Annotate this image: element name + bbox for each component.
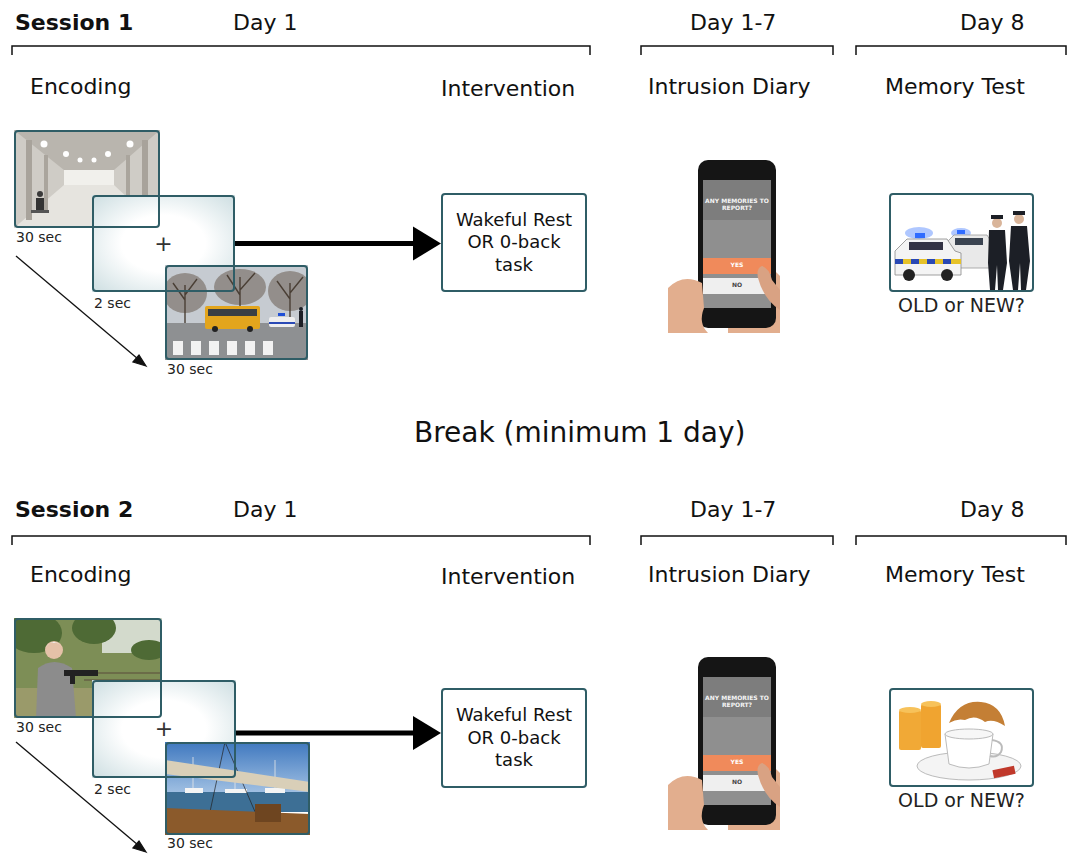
day-label: Day 8 [960,497,1024,523]
session-title: Session 1 [15,10,133,36]
duration-caption: 2 sec [94,782,131,797]
question-caption: OLD or NEW? [891,790,1032,811]
duration-caption: 30 sec [16,230,62,245]
fixation-frame: +2 sec [92,195,235,292]
stimulus-frame: 30 sec [14,130,160,228]
stimulus-frame: OLD or NEW? [889,688,1034,787]
phase-heading: Memory Test [885,562,1025,588]
no-button: NO [703,779,771,786]
duration-caption: 2 sec [94,296,131,311]
fixation-frame: +2 sec [92,680,236,778]
screen-prompt: ANY MEMORIES TO REPORT? [705,695,769,709]
arrow-shaft [235,241,417,246]
arrow-head [413,716,441,750]
phase-heading: Intrusion Diary [648,562,811,588]
stimulus-frame: 30 sec [165,742,310,835]
phase-heading: Intrusion Diary [648,74,811,100]
day-label: Day 1 [233,497,297,523]
phase-heading: Encoding [30,74,131,100]
question-caption: OLD or NEW? [891,295,1032,316]
phase-heading: Encoding [30,562,131,588]
phase-heading: Intervention [441,76,575,102]
day-label: Day 1-7 [690,497,776,523]
stimulus-frame: 30 sec [14,618,162,718]
intervention-box: Wakeful Rest OR 0-back task [441,688,587,788]
yes-button: YES [703,262,771,269]
phone-in-hand [668,655,780,830]
day-label: Day 1-7 [690,10,776,36]
intervention-box: Wakeful Rest OR 0-back task [441,193,587,292]
police-photo [889,193,1034,292]
fixation-cross: + [155,718,173,740]
arrow-head [413,227,441,261]
phase-heading: Memory Test [885,74,1025,100]
day-label: Day 8 [960,10,1024,36]
screen-prompt: ANY MEMORIES TO REPORT? [705,198,769,212]
duration-caption: 30 sec [16,720,62,735]
harbour-photo [165,742,310,835]
duration-caption: 30 sec [167,836,213,851]
phase-heading: Intervention [441,564,575,590]
flow-arrow [236,716,441,750]
day-label: Day 1 [233,10,297,36]
arrow-shaft [236,731,417,736]
fixation-cross: + [154,233,172,255]
phone-in-hand [668,158,780,333]
flow-arrow [235,227,441,261]
intervention-text: Wakeful Rest OR 0-back task [453,704,575,772]
session-title: Session 2 [15,497,133,523]
diary-phone: ANY MEMORIES TO REPORT? YES NO [668,655,780,830]
intervention-text: Wakeful Rest OR 0-back task [453,209,575,277]
diary-phone: ANY MEMORIES TO REPORT? YES NO [668,158,780,333]
street-photo [165,265,308,360]
breakfast-photo [889,688,1034,787]
break-label: Break (minimum 1 day) [414,416,745,450]
duration-caption: 30 sec [167,362,213,377]
stimulus-frame: 30 sec [165,265,308,360]
no-button: NO [703,282,771,289]
yes-button: YES [703,759,771,766]
stimulus-frame: OLD or NEW? [889,193,1034,292]
